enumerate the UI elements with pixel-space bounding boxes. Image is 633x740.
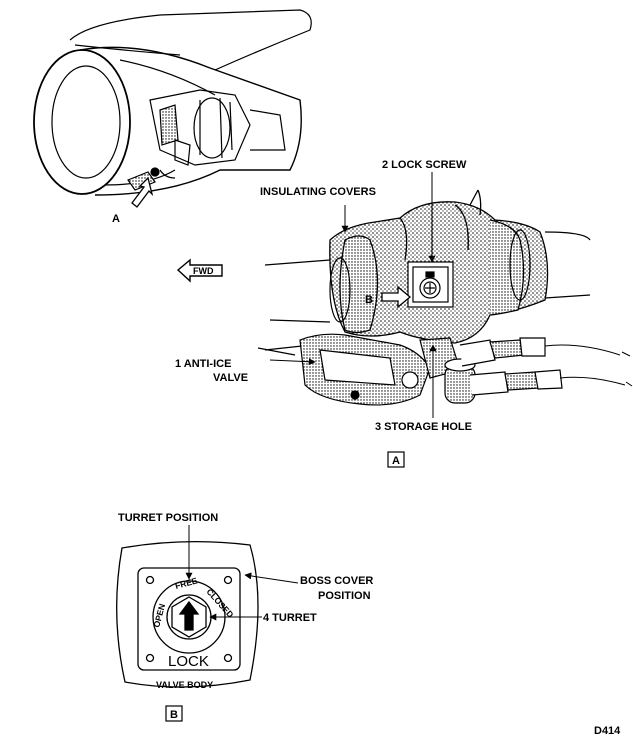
- svg-text:B: B: [170, 709, 178, 721]
- fwd-arrow: FWD: [176, 258, 223, 283]
- view-a-box: A: [387, 451, 405, 468]
- duct-ends: [329, 229, 531, 323]
- svg-text:A: A: [392, 455, 400, 467]
- lock-screw-label: 2 LOCK SCREW: [382, 159, 467, 171]
- view-b-box: B: [165, 705, 183, 722]
- cables: [544, 344, 633, 387]
- callout-a-arrow: [131, 176, 154, 208]
- turret-label: 4 TURRET: [263, 612, 317, 624]
- figure-id: D414: [594, 725, 621, 737]
- anti-ice-valve: [299, 333, 563, 406]
- valve-body-label: VALVE BODY: [156, 680, 213, 690]
- engine-overview: [33, 9, 312, 196]
- boss-cover-label-2: POSITION: [318, 590, 371, 602]
- fwd-label: FWD: [193, 266, 214, 276]
- view-b-leaders: [185, 525, 299, 621]
- view-a-callout-label: A: [112, 213, 120, 225]
- storage-hole-label: 3 STORAGE HOLE: [375, 421, 472, 433]
- anti-ice-valve-label-1: 1 ANTI-ICE: [175, 358, 231, 370]
- insulating-covers-label: INSULATING COVERS: [260, 186, 376, 198]
- duct-pipe: [257, 231, 591, 356]
- lock-screw-plate: [407, 261, 454, 308]
- turret-lock-label: LOCK: [168, 653, 209, 670]
- anti-ice-valve-label-2: VALVE: [213, 372, 248, 384]
- view-b-arrow: [381, 285, 412, 309]
- view-b-callout-label: B: [365, 294, 373, 306]
- boss-cover-label-1: BOSS COVER: [300, 575, 373, 587]
- valve-body-view: [116, 540, 259, 688]
- turret-position-label: TURRET POSITION: [118, 512, 218, 524]
- view-a-leaders: [269, 172, 437, 418]
